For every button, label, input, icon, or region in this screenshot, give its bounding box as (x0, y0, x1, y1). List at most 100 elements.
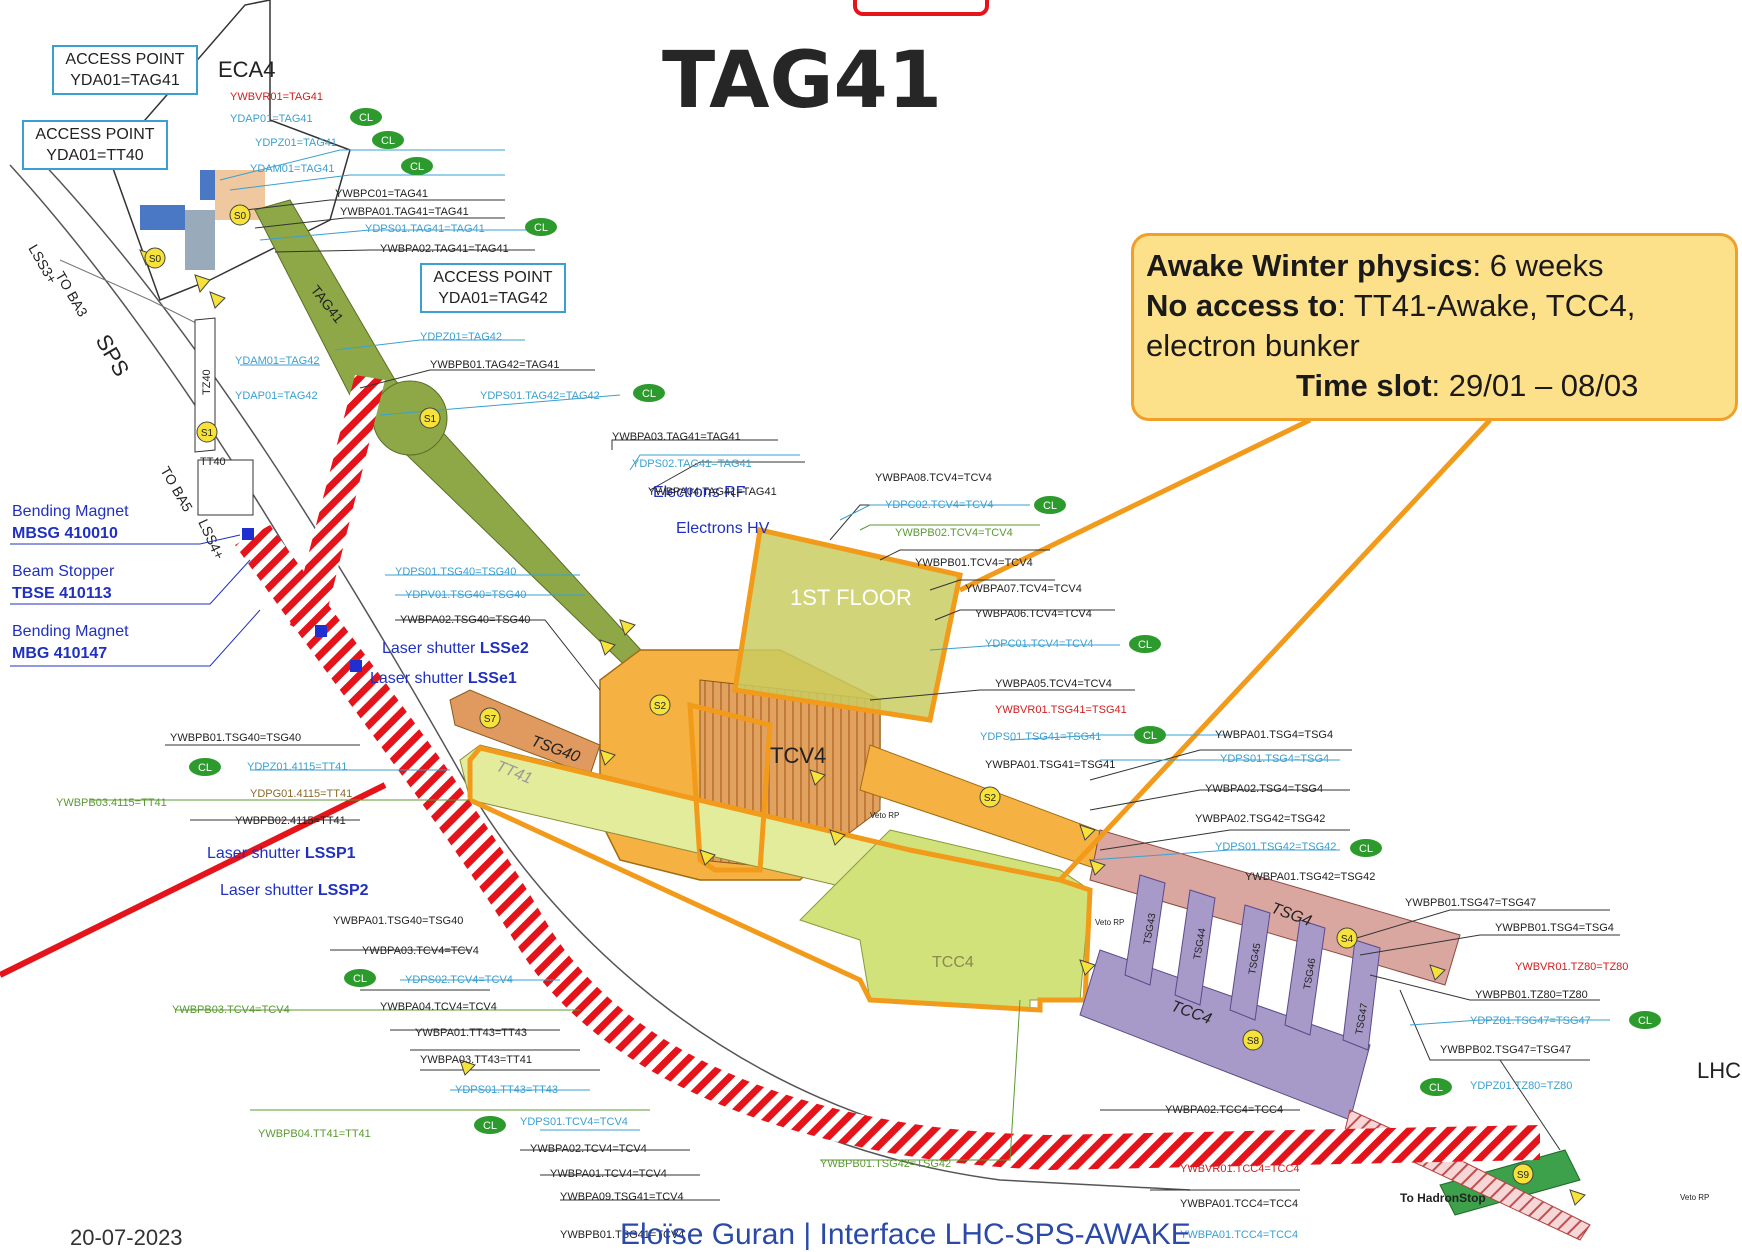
access-point-id: YDA01=TT40 (46, 147, 144, 164)
cl-badge: CL (1134, 726, 1166, 744)
device-label: YDPG01.4115=TT41 (250, 788, 352, 800)
callout-pointer-1 (958, 417, 1312, 593)
yellow-markers (139, 249, 1586, 1206)
device-label: YWBPB01.TSG4=TSG4 (1495, 922, 1614, 934)
label-veto-rp-1: Veto RP (870, 811, 899, 820)
device-label: YWBPA01.TAG41=TAG41 (340, 206, 469, 218)
device-label: YWBPA02.TSG40=TSG40 (400, 614, 530, 626)
device-label: YWBPB02.4115=TT41 (235, 815, 346, 827)
access-point-tag41: ACCESS POINT YDA01=TAG41 (52, 45, 198, 95)
pointer-lines-blue (219, 149, 1610, 1131)
device-label: YDAM01=TAG41 (250, 163, 334, 175)
no-access-outline-1st-floor (732, 526, 963, 723)
device-label: YWBPB01.TSG41=TCV4 (560, 1229, 684, 1241)
device-label: YDPZ01=TAG41 (255, 137, 337, 149)
device-label: YDAM01=TAG42 (235, 355, 319, 367)
device-label: YDPS01.TSG40=TSG40 (395, 566, 516, 578)
label-tt40: TT40 (200, 456, 226, 468)
access-point-label: ACCESS POINT (433, 269, 553, 286)
cl-badge: CL (350, 108, 382, 126)
svg-text:CL: CL (1138, 639, 1152, 651)
callout-line-2: No access to: TT41-Awake, TCC4, (1146, 288, 1636, 323)
device-label: YWBPB03.4115=TT41 (56, 797, 167, 809)
label-tz40: TZ40 (201, 369, 213, 395)
svg-text:S2: S2 (984, 793, 997, 804)
device-label: YWBPA02.TAG41=TAG41 (380, 243, 509, 255)
device-label: YWBVR01.TCC4=TCC4 (1180, 1163, 1300, 1175)
device-label: YDPS01.TAG41=TAG41 (365, 223, 485, 235)
tsg-connectors (1124, 874, 1381, 1051)
red-tab-outline (853, 0, 989, 16)
label-electrons-rf: Electrons RF (653, 484, 746, 501)
device-label: YWBPB01.TSG42=TSG42 (820, 1158, 951, 1170)
device-label: YWBVR01.TZ80=TZ80 (1515, 961, 1628, 973)
tcc4-area (799, 829, 1091, 1011)
access-point-label: ACCESS POINT (35, 126, 155, 143)
device-label: YWBPA06.TCV4=TCV4 (975, 608, 1092, 620)
device-label: YWBPA04.TCV4=TCV4 (380, 1001, 497, 1013)
svg-text:CL: CL (483, 1120, 497, 1132)
device-label: YWBPA01.TCC4=TCC4 (1180, 1229, 1298, 1241)
label-tsg44: TSG44 (1192, 927, 1208, 961)
svg-text:S4: S4 (1341, 934, 1354, 945)
device-label: YWBPB02.TSG47=TSG47 (1440, 1044, 1571, 1056)
svg-text:CL: CL (1429, 1082, 1443, 1094)
cl-badge: CL (1034, 496, 1066, 514)
awake-winter-callout: Awake Winter physics: 6 weeks No access … (1131, 233, 1738, 421)
red-pointer-line (0, 782, 387, 978)
svg-text:CL: CL (381, 135, 395, 147)
magnet-labels: Bending Magnet MBSG 410010 Beam Stopper … (12, 503, 129, 662)
tcc4-purple (1079, 949, 1371, 1121)
device-label: YWBPA08.TCV4=TCV4 (875, 472, 992, 484)
device-label: YWBPA02.TSG4=TSG4 (1205, 783, 1323, 795)
svg-text:S9: S9 (1517, 1170, 1530, 1181)
pointer-lines-other (90, 524, 1040, 1161)
label-tsg46: TSG46 (1302, 957, 1318, 991)
device-label: YWBPA02.TCV4=TCV4 (530, 1143, 647, 1155)
tz80-tunnel (1439, 1149, 1581, 1216)
device-label: YWBPA07.TCV4=TCV4 (965, 583, 1082, 595)
label-sps: SPS (91, 330, 135, 381)
access-point-id: YDA01=TAG42 (438, 290, 548, 307)
device-label: YDPS01.TAG42=TAG42 (480, 390, 600, 402)
svg-text:CL: CL (198, 762, 212, 774)
magnet-3-name: Bending Magnet (12, 623, 129, 640)
cl-badge: CL (401, 157, 433, 175)
device-label: YWBPA01.TSG40=TSG40 (333, 915, 463, 927)
svg-text:S8: S8 (1247, 1036, 1260, 1047)
cl-badge: CL (1350, 839, 1382, 857)
label-lhc: LHC (1697, 1058, 1741, 1083)
device-label: YDPS01.TSG42=TSG42 (1215, 841, 1336, 853)
device-label: YWBVR01=TAG41 (230, 91, 323, 103)
device-label: YDPS01.TCV4=TCV4 (520, 1116, 628, 1128)
label-lss3: LSS3+ (25, 242, 60, 287)
device-label: YWBPA01.TCV4=TCV4 (550, 1168, 667, 1180)
laser-lssp1: Laser shutter LSSP1 (207, 845, 356, 862)
safety-zone-markers (144, 204, 1534, 1185)
svg-text:S7: S7 (484, 714, 497, 725)
svg-text:CL: CL (1143, 730, 1157, 742)
label-tcc4-upper: TCC4 (932, 954, 974, 971)
device-label: YDPS01.TSG4=TSG4 (1220, 753, 1329, 765)
device-label: YDAP01=TAG41 (230, 113, 313, 125)
svg-text:CL: CL (1359, 843, 1373, 855)
device-label: YWBPA01.TSG42=TSG42 (1245, 871, 1375, 883)
device-label: YDPZ01.TSG47=TSG47 (1470, 1015, 1591, 1027)
device-label: YWBPA03.TT43=TT41 (420, 1054, 532, 1066)
device-label: YDPS02.TCV4=TCV4 (405, 974, 513, 986)
svg-text:S1: S1 (424, 414, 437, 425)
device-label: YWBPB01.TSG40=TSG40 (170, 732, 301, 744)
device-label: YDPZ01.TZ80=TZ80 (1470, 1080, 1572, 1092)
label-to-hadronstop: To HadronStop (1400, 1191, 1486, 1205)
magnet-1-name: Bending Magnet (12, 503, 129, 520)
no-access-outline-tcv4 (687, 701, 773, 873)
cl-badge: CL (1420, 1078, 1452, 1096)
magnet-3-id: MBG 410147 (12, 645, 107, 662)
device-label: YDPV01.TSG40=TSG40 (405, 589, 526, 601)
svg-text:CL: CL (534, 222, 548, 234)
cl-badge: CL (189, 758, 221, 776)
magnet-2-id: TBSE 410113 (12, 585, 112, 602)
callout-line-4: Time slot: 29/01 – 08/03 (1296, 368, 1639, 403)
device-label: YWBPC01=TAG41 (335, 188, 428, 200)
